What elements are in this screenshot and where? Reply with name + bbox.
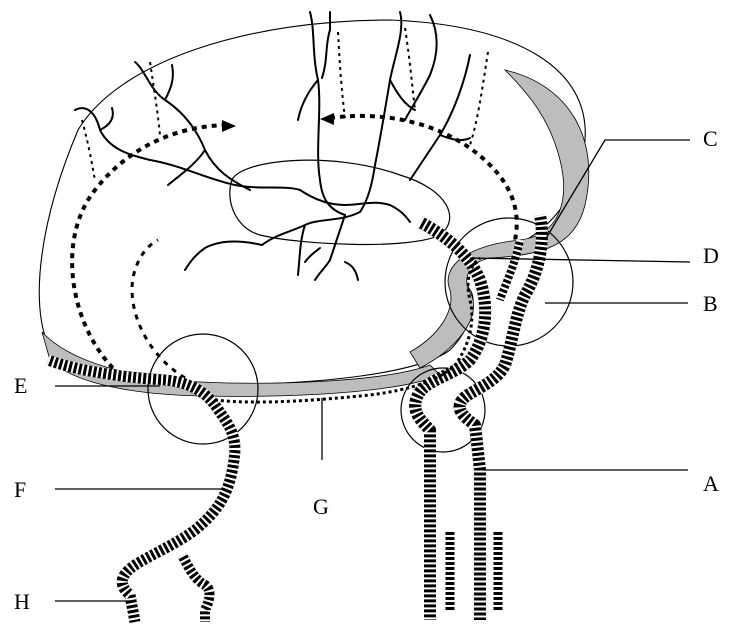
arrow-left-icon bbox=[320, 113, 334, 125]
bottom-membrane bbox=[42, 332, 440, 396]
hatched-vessel-left bbox=[48, 360, 235, 622]
label-b: B bbox=[703, 291, 718, 316]
branching-vessels bbox=[75, 12, 470, 280]
label-f: F bbox=[14, 477, 26, 502]
label-g: G bbox=[313, 494, 329, 519]
label-e: E bbox=[14, 373, 27, 398]
leader-lines bbox=[55, 140, 690, 601]
label-d: D bbox=[703, 243, 719, 268]
label-c: C bbox=[703, 126, 718, 151]
label-h: H bbox=[14, 589, 30, 614]
arrow-right-icon bbox=[222, 120, 236, 132]
label-a: A bbox=[703, 471, 719, 496]
leader-d bbox=[470, 258, 690, 262]
dome-outline bbox=[39, 20, 585, 385]
hatched-vessel-right bbox=[415, 215, 542, 620]
